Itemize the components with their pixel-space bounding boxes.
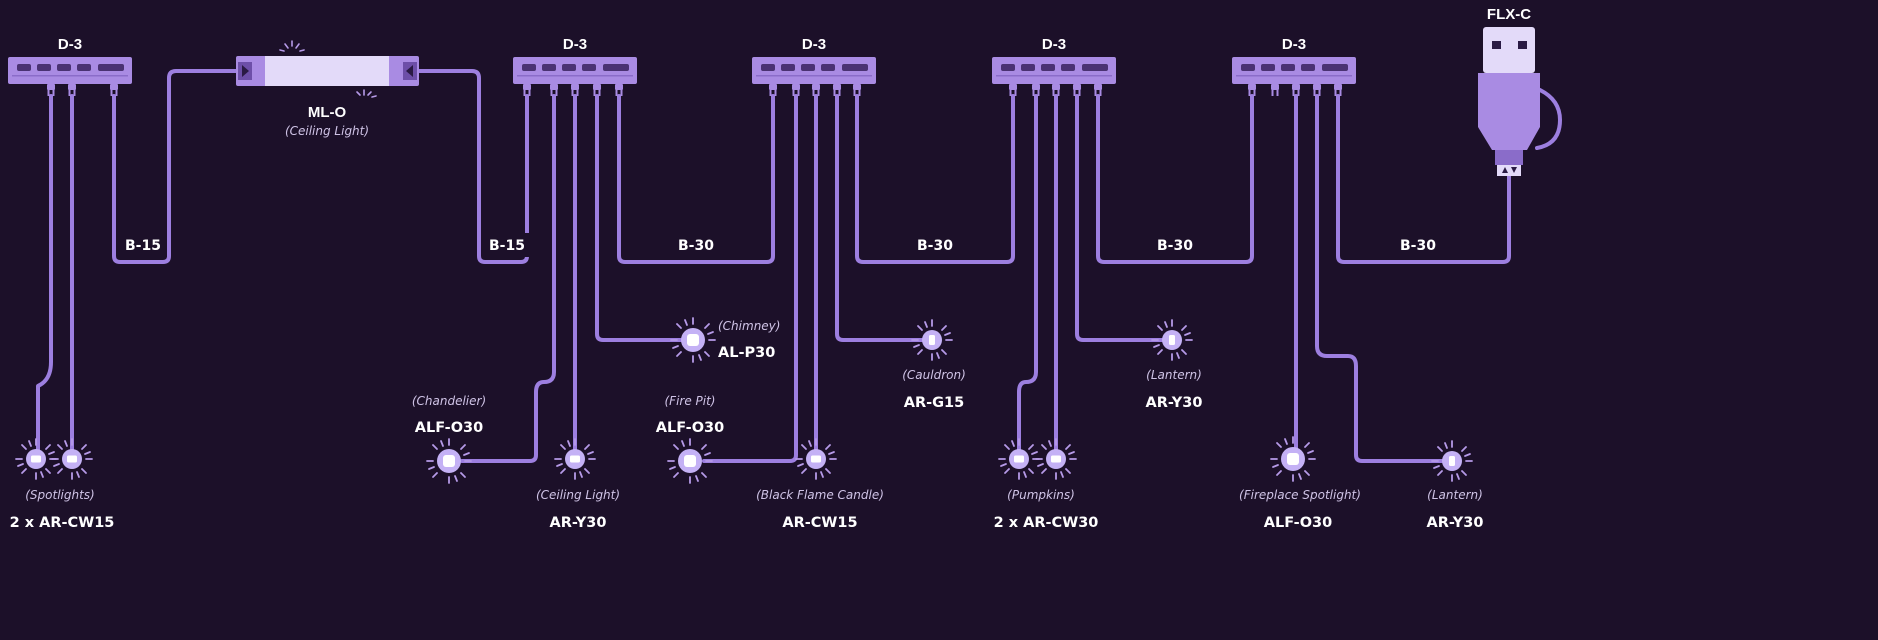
accessory-label: 2 x AR-CW30 — [994, 515, 1099, 531]
accessory-note: (Lantern) — [1146, 368, 1202, 382]
accessory-ceiling-light: (Ceiling Light) AR-Y30 — [536, 438, 620, 531]
wire-b15-hub1-main-light — [112, 69, 238, 264]
pumpkin-bulb-icon — [998, 438, 1040, 480]
hub-d3-1: D-3 — [8, 36, 132, 96]
spotlight-bulb-icon — [15, 438, 57, 480]
accessory-label: 2 x AR-CW15 — [10, 515, 115, 531]
wire-chimney — [595, 94, 684, 342]
wire-controller-loop — [1535, 88, 1562, 150]
accessory-note: (Fireplace Spotlight) — [1239, 488, 1361, 502]
cauldron-bulb-icon — [911, 319, 953, 361]
cable-labels: B-15 B-15 B-30 B-30 B-30 B-30 — [119, 233, 1436, 257]
accessory-note: (Black Flame Candle) — [756, 488, 884, 502]
cable-label: B-30 — [678, 238, 714, 254]
accessory-note: (Spotlights) — [25, 488, 95, 502]
usb-plug-icon — [1478, 27, 1540, 176]
accessory-cauldron: (Cauldron) AR-G15 — [902, 319, 966, 411]
accessory-note: (Cauldron) — [902, 368, 966, 382]
accessory-label: ALF-O30 — [656, 420, 724, 436]
hub-d3-3: D-3 — [752, 36, 876, 96]
spotlight-bulb-icon — [51, 438, 93, 480]
accessory-label: AR-Y30 — [1427, 515, 1484, 531]
cable-label: B-30 — [917, 238, 953, 254]
chimney-bulb-icon — [670, 317, 716, 363]
candle-bulb-icon — [795, 438, 837, 480]
accessory-spotlights: (Spotlights) 2 x AR-CW15 — [10, 438, 115, 531]
accessory-black-flame-candle: (Black Flame Candle) AR-CW15 — [756, 438, 884, 531]
accessory-label: AL-P30 — [718, 345, 775, 361]
wire-pumpkin-1 — [1017, 94, 1038, 454]
accessory-pumpkins: (Pumpkins) 2 x AR-CW30 — [994, 438, 1099, 531]
accessory-note: (Fire Pit) — [664, 394, 715, 408]
wire-b30-hub4-hub5 — [1096, 94, 1254, 264]
accessory-label: AR-Y30 — [1146, 395, 1203, 411]
wire-lantern-2 — [1315, 94, 1444, 463]
wire-cauldron — [835, 94, 924, 342]
wire-chandelier — [460, 94, 556, 463]
wire-spotlight-1 — [36, 94, 53, 460]
wire-fire-pit — [702, 94, 798, 463]
cable-label: B-15 — [125, 238, 161, 254]
chandelier-bulb-icon — [426, 438, 472, 484]
wire-lantern-1 — [1075, 94, 1164, 342]
main-light-ml-o: ML-O (Ceiling Light) — [236, 40, 419, 138]
cable-label: B-15 — [489, 238, 525, 254]
accessory-chandelier: (Chandelier) ALF-O30 — [412, 394, 486, 484]
wire-b15-main-light-hub2 — [416, 69, 529, 264]
light-rays-icon — [279, 40, 377, 98]
accessory-note: (Chandelier) — [412, 394, 486, 408]
wire-b30-hub3-hub4 — [855, 94, 1015, 264]
accessory-note: (Chimney) — [718, 319, 780, 333]
wire-b30-hub5-controller — [1336, 94, 1511, 264]
accessory-chimney: (Chimney) AL-P30 — [670, 317, 780, 363]
fireplace-bulb-icon — [1270, 436, 1316, 482]
lantern-bulb-icon — [1151, 319, 1193, 361]
accessory-label: AR-Y30 — [550, 515, 607, 531]
wiring-diagram: D-3 D-3 D-3 D-3 D-3 — [8, 6, 1562, 531]
accessory-lantern-2: (Lantern) AR-Y30 — [1427, 440, 1484, 531]
accessory-note: (Lantern) — [1427, 488, 1483, 502]
hub-label: D-3 — [58, 36, 82, 53]
diagram-canvas: D-3 D-3 D-3 D-3 D-3 — [8, 6, 1562, 531]
hub-d3-2: D-3 — [513, 36, 637, 96]
accessory-label: AR-G15 — [904, 395, 965, 411]
hub-d3-4: D-3 — [992, 36, 1116, 96]
hub-label: D-3 — [1282, 36, 1306, 53]
cable-label: B-30 — [1400, 238, 1436, 254]
accessory-lantern-1: (Lantern) AR-Y30 — [1146, 319, 1203, 411]
accessory-label: ALF-O30 — [415, 420, 483, 436]
lantern-bulb-icon — [1431, 440, 1473, 482]
cable-wires — [36, 69, 1562, 463]
accessory-fire-pit: (Fire Pit) ALF-O30 — [656, 394, 724, 484]
hub-label: D-3 — [563, 36, 587, 53]
hub-d3-5: D-3 — [1232, 36, 1356, 96]
wire-b30-hub2-hub3 — [617, 94, 775, 264]
controller-label: FLX-C — [1487, 6, 1531, 23]
accessory-note: (Ceiling Light) — [536, 488, 620, 502]
accessory-note: (Pumpkins) — [1007, 488, 1075, 502]
cable-label: B-30 — [1157, 238, 1193, 254]
accessory-label: ALF-O30 — [1264, 515, 1332, 531]
hub-label: D-3 — [802, 36, 826, 53]
main-light-note: (Ceiling Light) — [285, 124, 369, 138]
fire-pit-bulb-icon — [667, 438, 713, 484]
hub-label: D-3 — [1042, 36, 1066, 53]
controller-flx-c: FLX-C — [1478, 6, 1540, 176]
accessory-fireplace-spotlight: (Fireplace Spotlight) ALF-O30 — [1239, 436, 1361, 531]
ceiling-light-bulb-icon — [554, 438, 596, 480]
main-light-label: ML-O — [308, 104, 347, 121]
accessory-label: AR-CW15 — [782, 515, 857, 531]
pumpkin-bulb-icon — [1035, 438, 1077, 480]
